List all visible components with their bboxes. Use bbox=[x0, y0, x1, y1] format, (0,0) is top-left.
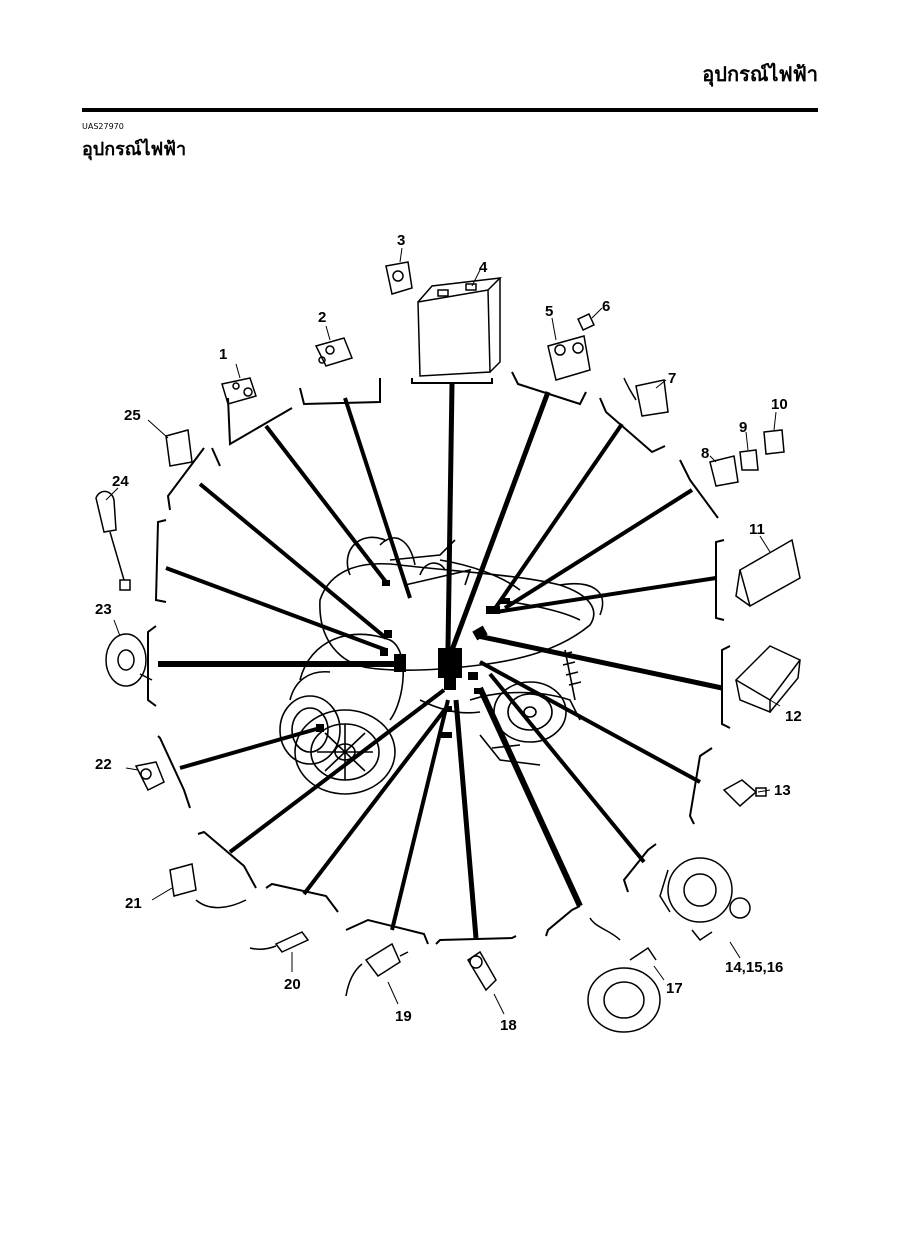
component-9-sketch bbox=[739, 449, 759, 471]
doc-code: UAS27970 bbox=[82, 122, 124, 131]
sensor-24-sketch bbox=[95, 490, 131, 591]
page-header-title: อุปกรณ์ไฟฟ้า bbox=[702, 62, 818, 86]
callout-4: 4 bbox=[479, 259, 488, 276]
stator-17-sketch bbox=[587, 917, 661, 1033]
callout-1: 1 bbox=[219, 346, 227, 363]
callout-19: 19 bbox=[395, 1008, 412, 1025]
component-5-sketch bbox=[547, 335, 591, 381]
callout-11: 11 bbox=[749, 521, 765, 538]
callout-6: 6 bbox=[602, 298, 610, 315]
callout-labels: 1 2 3 4 5 6 7 8 9 10 11 12 13 14,15,16 1… bbox=[95, 232, 802, 1034]
callout-13: 13 bbox=[774, 782, 791, 799]
grouping-brackets bbox=[147, 371, 731, 945]
component-11-sketch bbox=[735, 538, 801, 608]
callout-17: 17 bbox=[666, 980, 683, 997]
callout-5: 5 bbox=[545, 303, 553, 320]
sensor-13-sketch bbox=[722, 779, 767, 808]
callout-7: 7 bbox=[668, 370, 676, 387]
throttle-body-14-15-16-sketch bbox=[659, 857, 751, 942]
component-7-sketch bbox=[623, 377, 669, 417]
component-19-sketch bbox=[345, 942, 409, 997]
callout-20: 20 bbox=[284, 976, 301, 993]
sensor-18-sketch bbox=[466, 950, 497, 992]
callout-12: 12 bbox=[785, 708, 802, 725]
component-22-sketch bbox=[134, 761, 165, 792]
leader-lines bbox=[158, 383, 723, 939]
callout-14-15-16: 14,15,16 bbox=[725, 959, 783, 976]
callout-9: 9 bbox=[739, 419, 747, 436]
callout-18: 18 bbox=[500, 1017, 517, 1034]
component-10-sketch bbox=[763, 429, 785, 455]
component-2-sketch bbox=[314, 337, 353, 367]
component-1-sketch bbox=[221, 377, 257, 405]
section-title: อุปกรณ์ไฟฟ้า bbox=[82, 139, 187, 160]
callout-22: 22 bbox=[95, 756, 112, 773]
horn-23-sketch bbox=[105, 633, 153, 687]
label-ticks bbox=[105, 247, 781, 1015]
callout-25: 25 bbox=[124, 407, 141, 424]
callout-8: 8 bbox=[701, 445, 709, 462]
component-8-sketch bbox=[709, 455, 739, 487]
callout-10: 10 bbox=[771, 396, 788, 413]
battery-4-sketch bbox=[417, 277, 503, 377]
callout-23: 23 bbox=[95, 601, 112, 618]
fuse-6-sketch bbox=[577, 313, 595, 331]
relay-25-sketch bbox=[165, 429, 193, 467]
coil-21-sketch bbox=[169, 863, 247, 909]
component-3-sketch bbox=[385, 261, 413, 295]
callout-3: 3 bbox=[397, 232, 405, 249]
header-rule bbox=[82, 108, 818, 112]
sensor-20-sketch bbox=[249, 931, 310, 953]
callout-2: 2 bbox=[318, 309, 326, 326]
callout-24: 24 bbox=[112, 473, 129, 490]
connector-blocks bbox=[316, 580, 510, 738]
callout-21: 21 bbox=[125, 895, 142, 912]
component-12-sketch bbox=[734, 645, 802, 714]
